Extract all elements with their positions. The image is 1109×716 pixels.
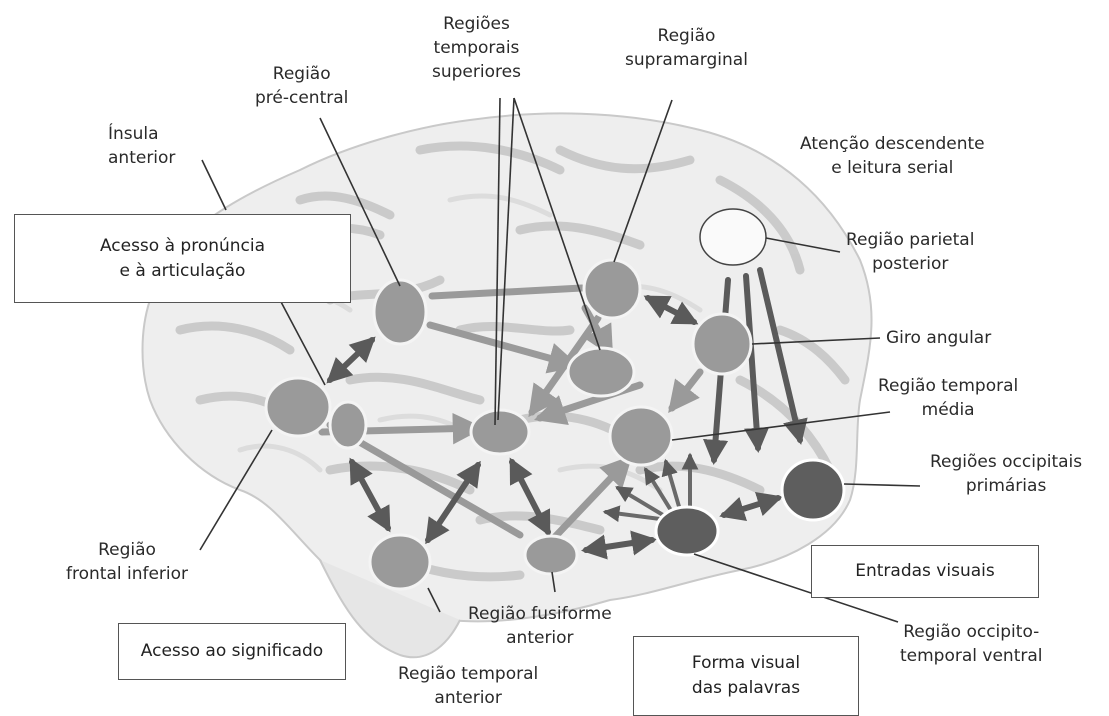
node-temporal-anterior	[370, 535, 430, 589]
node-insula	[330, 402, 366, 448]
node-stg	[568, 348, 634, 396]
node-supramarginal	[584, 260, 640, 318]
node-occipital-primary	[782, 460, 844, 520]
label-occipito-temporal: Região occipito-temporal ventral	[900, 620, 1043, 668]
node-angular	[693, 314, 751, 374]
node-frontal-inferior	[266, 378, 330, 436]
box-entradas-visuais: Entradas visuais	[811, 545, 1039, 598]
node-vwfa	[656, 507, 718, 555]
node-mtg	[610, 407, 672, 465]
box-acesso-significado: Acesso ao significado	[118, 623, 346, 680]
label-giro-angular: Giro angular	[886, 326, 991, 350]
node-fusiform-anterior	[525, 536, 577, 574]
brain-silhouette	[143, 113, 872, 657]
node-precentral	[374, 280, 426, 344]
node-temporal-middle-left	[471, 410, 529, 454]
node-parietal-posterior	[700, 209, 766, 265]
